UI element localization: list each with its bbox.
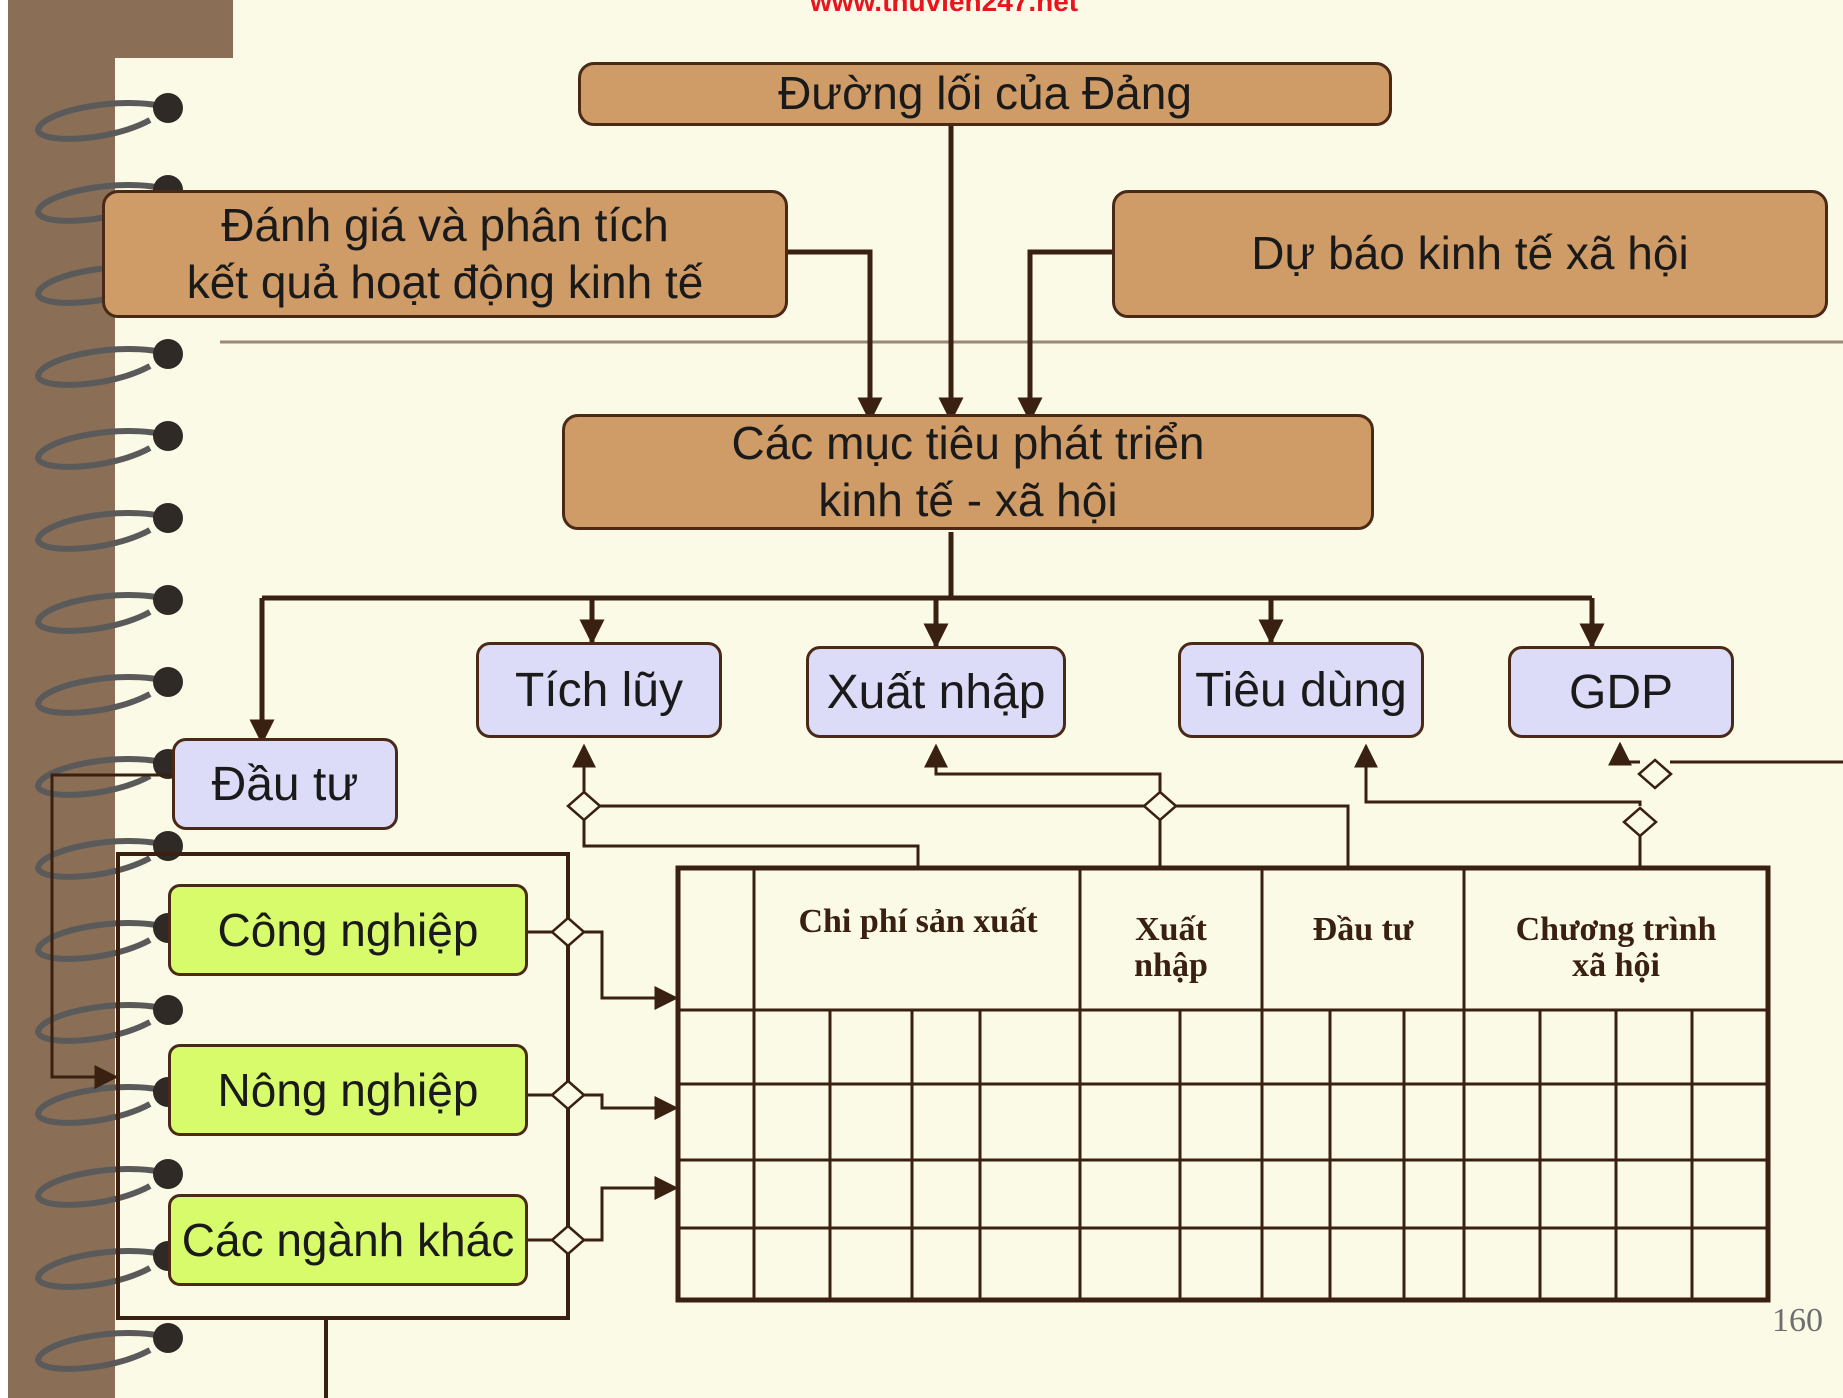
notebook-spine <box>8 0 120 1398</box>
link-nong-nghiep-to-table <box>520 1093 679 1120</box>
spiral-ring <box>34 674 171 716</box>
spiral-ring <box>34 756 171 798</box>
link-cong-nghiep-to-table <box>520 930 679 1010</box>
link-to-tieu-dung <box>1354 743 1642 806</box>
binding-hole <box>153 421 183 451</box>
link-dau-tu-col <box>1174 804 1350 868</box>
link-cac-nganh-to-table <box>520 1176 679 1242</box>
node-muc-tieu: Các mục tiêu phát triển kinh tế - xã hội <box>562 414 1374 530</box>
node-tieu-dung: Tiêu dùng <box>1178 642 1424 738</box>
binding-hole <box>153 585 183 615</box>
binding-hole <box>153 93 183 123</box>
diamond-cong-nghiep <box>550 916 586 948</box>
page-number: 160 <box>1772 1302 1823 1339</box>
feedback-dau-tu-to-nong-nghiep <box>50 773 172 1089</box>
node-dau-tu: Đầu tư <box>172 738 398 830</box>
spiral-ring <box>34 1002 171 1044</box>
spiral-ring <box>34 1330 171 1372</box>
binding-hole <box>153 503 183 533</box>
spiral-ring <box>34 592 171 634</box>
link-to-gdp <box>1608 741 1640 766</box>
node-cac-nganh-khac: Các ngành khác <box>168 1194 528 1286</box>
spiral-ring <box>34 510 171 552</box>
node-xuat-nhap: Xuất nhập <box>806 646 1066 738</box>
diamond-cac-nganh <box>550 1224 586 1256</box>
table-header-dau-tu: Đầu tư <box>1312 911 1414 948</box>
diamond-xuat-nhap <box>1142 790 1178 822</box>
binding-hole <box>153 1159 183 1189</box>
node-du-bao: Dự báo kinh tế xã hội <box>1112 190 1828 318</box>
table-header-chi-phi: Chi phí sản xuất <box>798 903 1038 940</box>
node-gdp: GDP <box>1508 646 1734 738</box>
binding-hole <box>153 667 183 697</box>
binding-hole <box>153 1323 183 1353</box>
diamond-nong-nghiep <box>550 1079 586 1111</box>
node-nong-nghiep: Nông nghiệp <box>168 1044 528 1136</box>
spiral-ring <box>34 100 171 142</box>
spiral-ring <box>34 1084 171 1126</box>
arrow-danh-gia-to-muc-tieu <box>788 249 883 423</box>
node-danh-gia: Đánh giá và phân tích kết quả hoạt động … <box>102 190 788 318</box>
diamond-gdp <box>1637 758 1673 790</box>
spiral-ring <box>34 1166 171 1208</box>
arrow-du-bao-to-muc-tieu <box>1017 249 1112 423</box>
table-header-xuat-nhap: Xuất nhập <box>1134 911 1208 984</box>
node-tich-luy: Tích lũy <box>476 642 722 738</box>
node-duong-loi: Đường lối của Đảng <box>578 62 1392 126</box>
data-table <box>675 865 1771 1303</box>
spiral-ring <box>34 1248 171 1290</box>
binding-hole <box>153 995 183 1025</box>
link-chi-phi-to-tich-luy-h <box>582 806 920 868</box>
table-header-chuong-trinh: Chương trình xã hội <box>1515 911 1717 984</box>
watermark: www.thuvien247.net <box>810 0 1079 17</box>
link-to-xuat-nhap <box>924 743 1162 792</box>
diamond-tieu-dung <box>1622 806 1658 838</box>
spiral-ring <box>34 346 171 388</box>
binding-hole <box>153 339 183 369</box>
spiral-ring <box>34 838 171 880</box>
spiral-ring <box>34 920 171 962</box>
spiral-ring <box>34 428 171 470</box>
diamond-tich-luy <box>566 790 602 822</box>
notebook-page-top <box>233 0 1843 58</box>
node-cong-nghiep: Công nghiệp <box>168 884 528 976</box>
